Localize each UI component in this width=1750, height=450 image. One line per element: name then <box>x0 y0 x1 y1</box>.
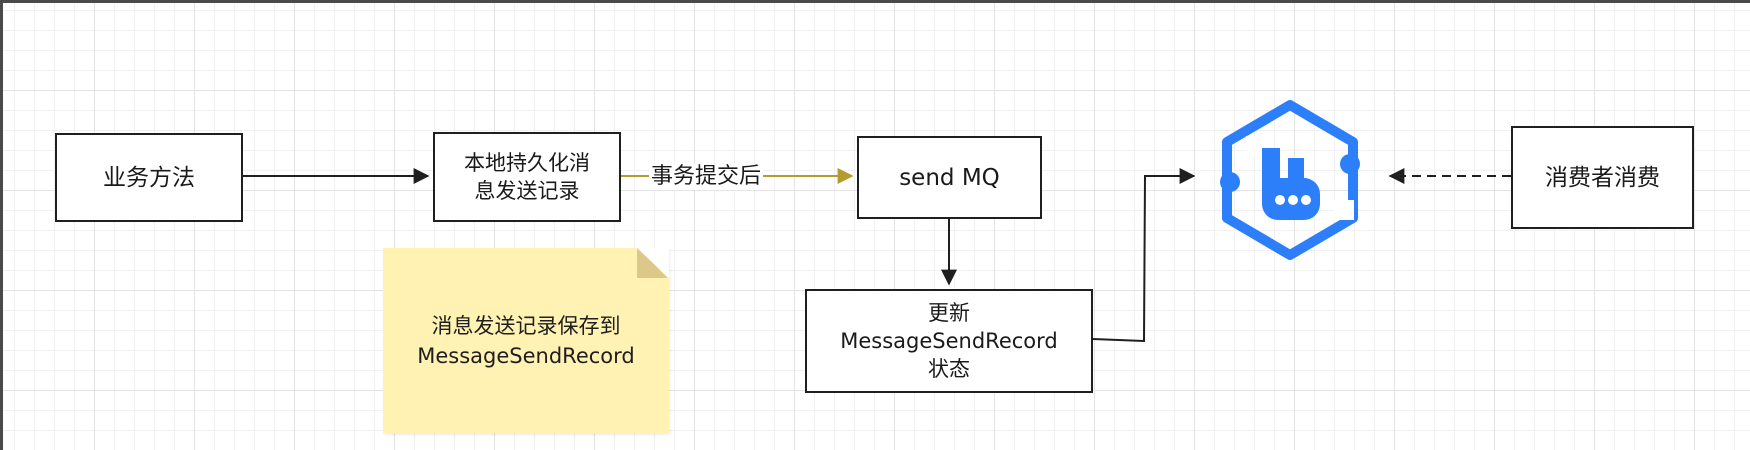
window-border-left <box>0 0 3 450</box>
persist-record-node[interactable]: 本地持久化消 息发送记录 <box>433 132 621 222</box>
business-method-node[interactable]: 业务方法 <box>55 133 243 222</box>
persist-record-label-line1: 本地持久化消 <box>464 151 590 175</box>
send-mq-label: send MQ <box>899 164 1000 191</box>
note-fold-cutout <box>637 248 669 278</box>
update-record-node[interactable]: 更新 MessageSendRecord 状态 <box>805 289 1093 393</box>
consumer-label: 消费者消费 <box>1545 164 1660 191</box>
update-record-label-line2: MessageSendRecord <box>840 329 1058 353</box>
window-border-top <box>0 0 1750 3</box>
sticky-note[interactable]: 消息发送记录保存到 MessageSendRecord <box>383 248 669 433</box>
update-record-label-line3: 状态 <box>928 357 970 381</box>
consumer-node[interactable]: 消费者消费 <box>1511 126 1694 229</box>
edge-update-to-mq <box>1092 168 1196 343</box>
note-text-line2: MessageSendRecord <box>417 343 635 368</box>
update-record-label-line1: 更新 <box>928 301 970 325</box>
persist-record-label-line2: 息发送记录 <box>474 179 580 203</box>
send-mq-node[interactable]: send MQ <box>857 136 1042 219</box>
business-method-label: 业务方法 <box>103 164 195 191</box>
after-commit-label: 事务提交后 <box>649 164 764 190</box>
message-queue-icon[interactable] <box>1210 100 1370 260</box>
note-text-line1: 消息发送记录保存到 <box>431 313 621 338</box>
